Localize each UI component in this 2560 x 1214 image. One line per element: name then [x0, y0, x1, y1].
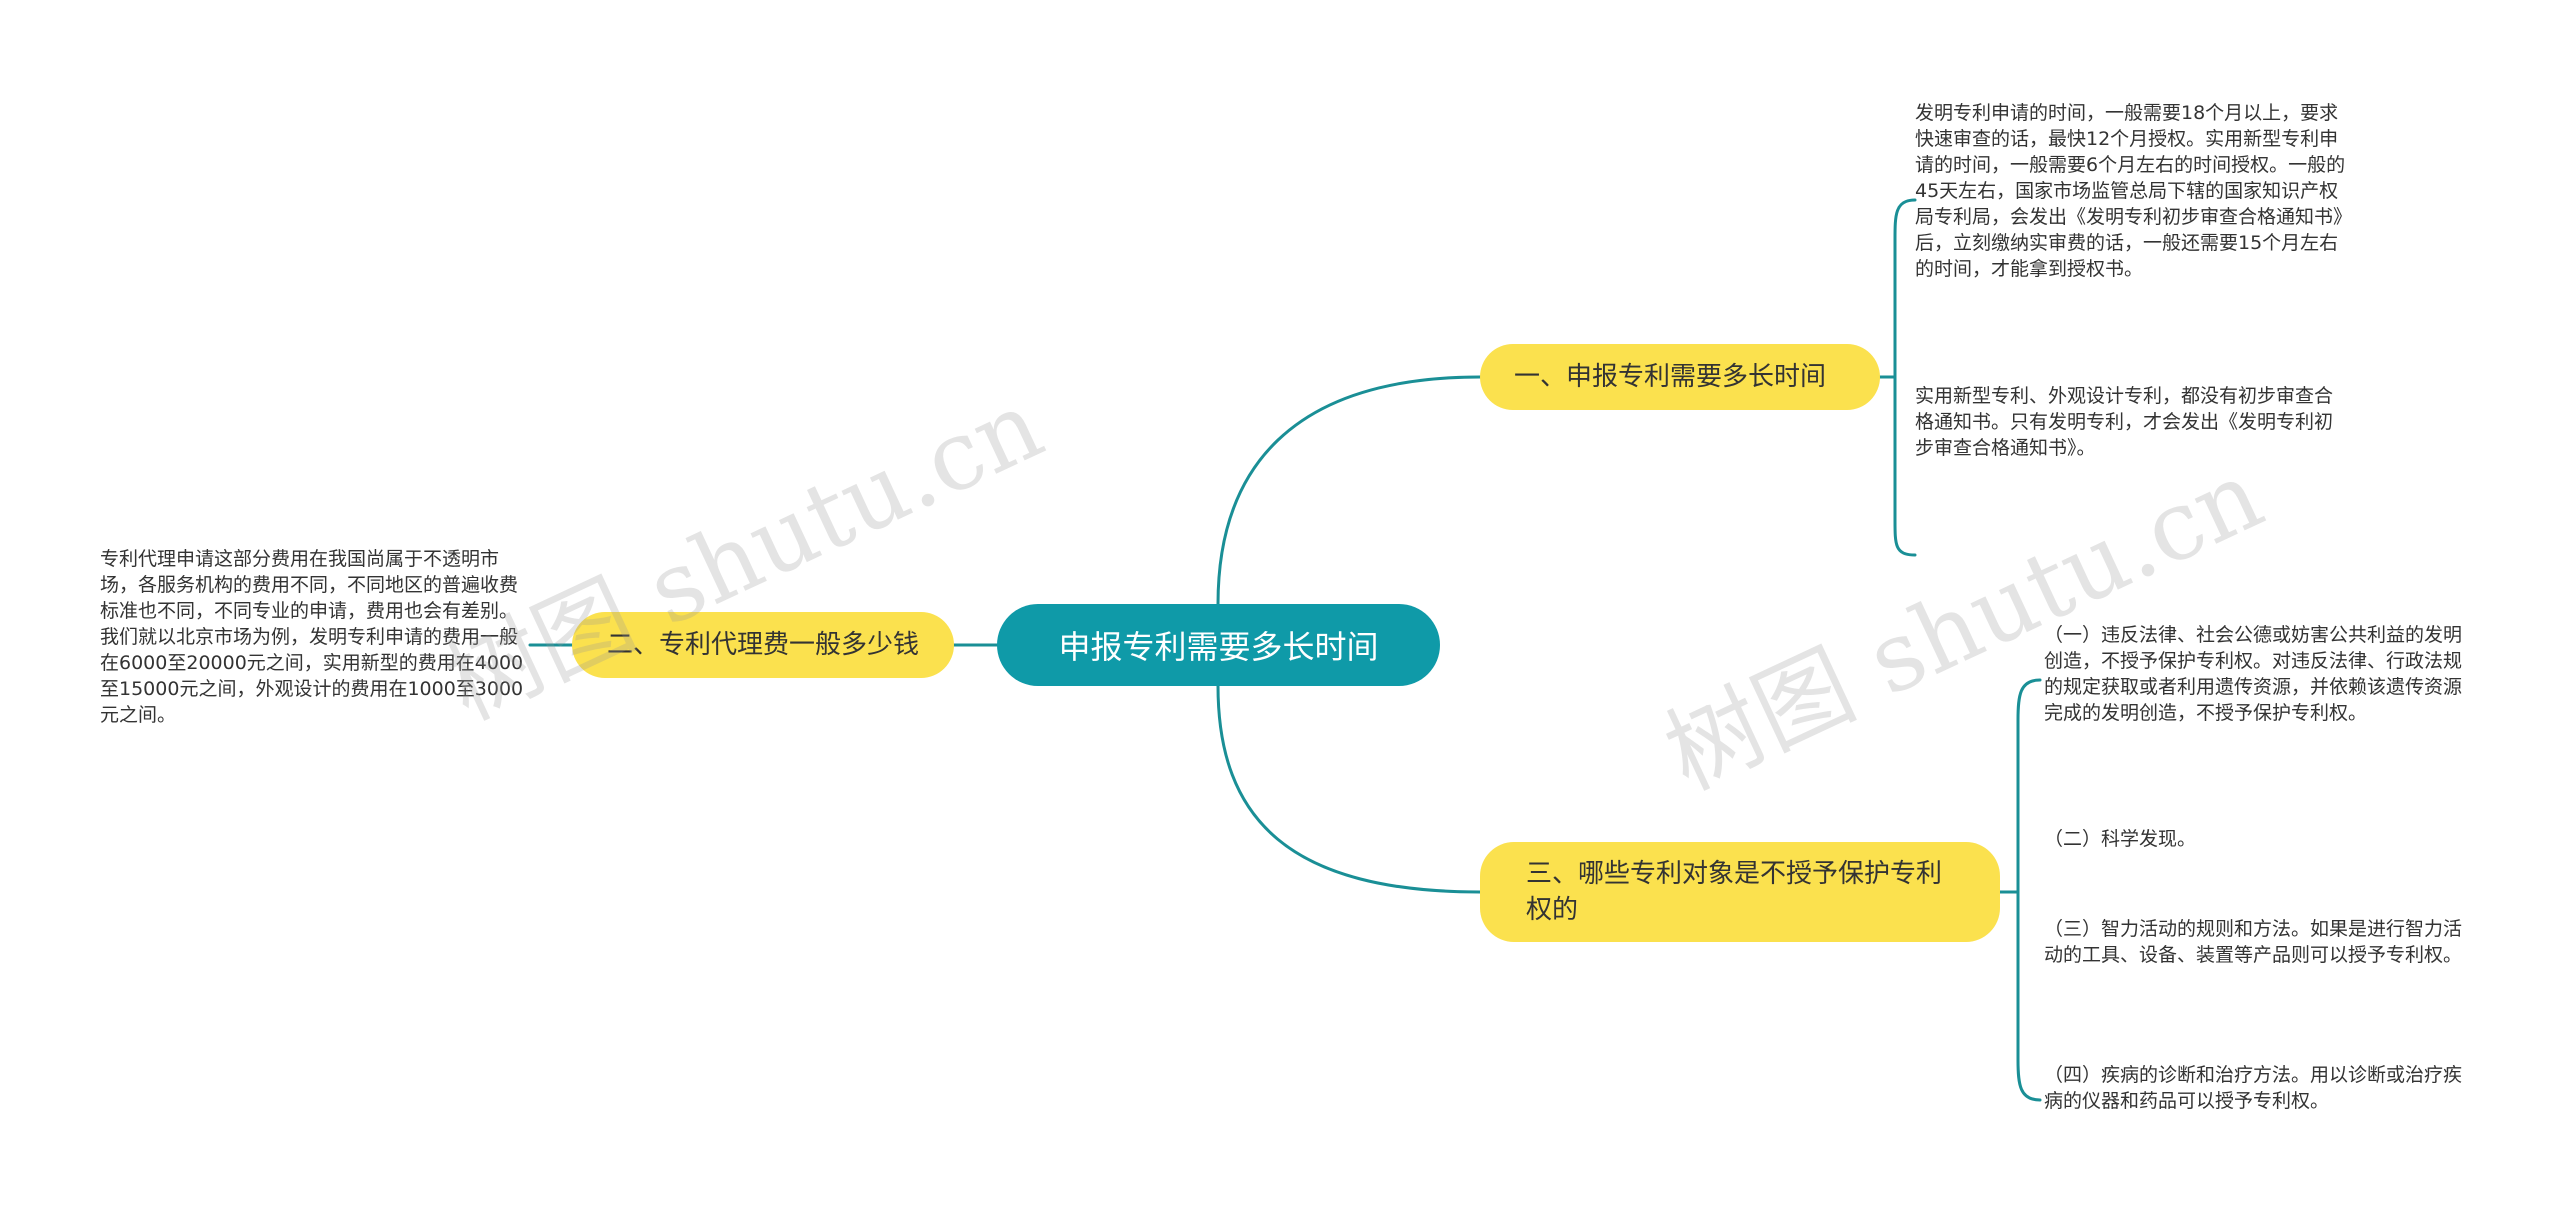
connector-root-branch-3 — [1216, 684, 1482, 894]
branch-topic-1[interactable]: 一、申报专利需要多长时间 — [1480, 344, 1880, 410]
leaf-note-3-2[interactable]: （二）科学发现。 — [2044, 828, 2197, 850]
leaf-note-3-3[interactable]: （三）智力活动的规则和方法。如果是进行智力活动的工具、设备、装置等产品则可以授予… — [2044, 918, 2463, 966]
leaf-note-1-1[interactable]: 发明专利申请的时间，一般需要18个月以上，要求快速审查的话，最快12个月授权。实… — [1915, 102, 2346, 280]
branch-topic-2[interactable]: 二、专利代理费一般多少钱 — [572, 612, 954, 678]
bracket-branch-1 — [1893, 198, 1917, 557]
leaf-note-2-1[interactable]: 专利代理申请这部分费用在我国尚属于不透明市场，各服务机构的费用不同，不同地区的普… — [100, 548, 524, 726]
branch-topic-3[interactable]: 三、哪些专利对象是不授予保护专利权的 — [1480, 842, 2000, 942]
branch-topic-3-label: 三、哪些专利对象是不授予保护专利权的 — [1526, 859, 1943, 925]
leaf-note-3-4[interactable]: （四）疾病的诊断和治疗方法。用以诊断或治疗疾病的仪器和药品可以授予专利权。 — [2044, 1064, 2463, 1112]
bracket-branch-3 — [2016, 678, 2042, 1102]
root-topic-label: 申报专利需要多长时间 — [1058, 628, 1379, 666]
branch-topic-2-label: 二、专利代理费一般多少钱 — [606, 630, 919, 660]
leaf-note-3-1[interactable]: （一）违反法律、社会公德或妨害公共利益的发明创造，不授予保护专利权。对违反法律、… — [2044, 624, 2463, 724]
leaf-note-1-2[interactable]: 实用新型专利、外观设计专利，都没有初步审查合格通知书。只有发明专利，才会发出《发… — [1915, 385, 2334, 459]
connector-root-branch-1 — [1216, 375, 1482, 606]
branch-topic-1-label: 一、申报专利需要多长时间 — [1514, 362, 1827, 392]
root-topic[interactable]: 申报专利需要多长时间 — [997, 604, 1440, 686]
